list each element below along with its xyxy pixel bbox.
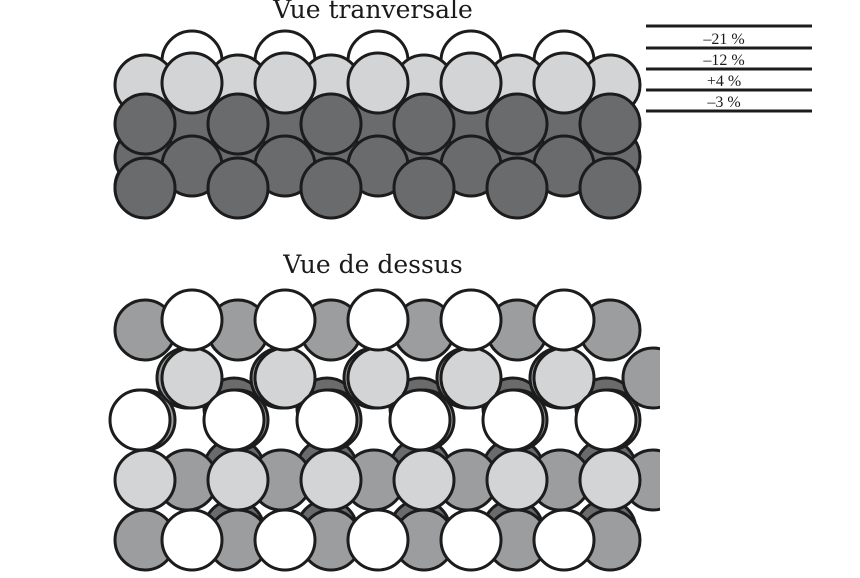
side-atom-layer-3 [392,92,456,156]
top-atom-layer-1 [439,508,503,572]
top-atom-layer-2 [113,448,177,512]
top-atom-layer-1 [346,508,410,572]
side-atom-layer-2 [253,51,317,115]
top-view-atoms [108,288,660,572]
top-atom-layer-1 [108,388,172,452]
relaxation-table: –21 % –12 % +4 % –3 % [646,24,812,113]
relaxation-label-layer-3: +4 % [707,73,741,90]
top-atom-layer-1 [160,508,224,572]
relaxation-label-layer-2: –12 % [702,52,744,69]
top-atom-layer-1 [295,388,359,452]
top-atom-layer-1 [253,508,317,572]
side-view-atoms [113,29,642,220]
side-atom-layer-4 [299,156,363,220]
top-atom-layer-1 [160,288,224,352]
top-atom-layer-1 [532,508,596,572]
top-atom-layer-3 [621,346,660,410]
top-view-title: Vue de dessus [282,250,462,279]
side-atom-layer-4 [578,156,642,220]
relaxation-label-layer-4: –3 % [706,94,740,111]
side-atom-layer-2 [346,51,410,115]
top-atom-layer-1 [481,388,545,452]
side-atom-layer-3 [206,92,270,156]
side-atom-layer-3 [578,92,642,156]
top-atom-layer-2 [392,448,456,512]
top-view: Vue de dessus [108,250,660,572]
top-atom-layer-1 [439,288,503,352]
top-atom-layer-1 [388,388,452,452]
side-atom-layer-2 [532,51,596,115]
side-atom-layer-2 [160,51,224,115]
top-atom-layer-1 [574,388,638,452]
top-atom-layer-1 [202,388,266,452]
top-atom-layer-1 [253,288,317,352]
top-atom-layer-2 [206,448,270,512]
side-atom-layer-4 [485,156,549,220]
side-atom-layer-3 [299,92,363,156]
top-atom-layer-1 [346,288,410,352]
side-atom-layer-2 [439,51,503,115]
side-atom-layer-4 [206,156,270,220]
relaxation-label-layer-1: –21 % [702,31,744,48]
top-atom-layer-2 [578,448,642,512]
side-view-title: Vue tranversale [272,0,473,24]
side-atom-layer-3 [485,92,549,156]
side-atom-layer-4 [113,156,177,220]
side-atom-layer-3 [113,92,177,156]
top-atom-layer-2 [485,448,549,512]
top-atom-layer-1 [532,288,596,352]
side-atom-layer-4 [392,156,456,220]
side-view: Vue tranversale [113,0,642,220]
top-atom-layer-2 [299,448,363,512]
